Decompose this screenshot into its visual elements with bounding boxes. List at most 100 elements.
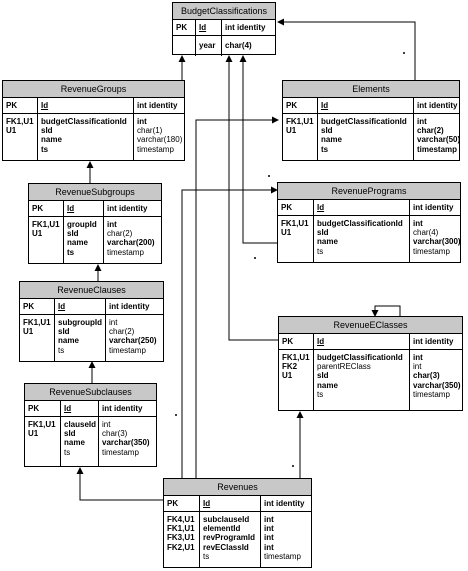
field-column: FK1,U1 U1 xyxy=(20,315,54,362)
field-text: int xyxy=(107,220,117,229)
field-column: Id xyxy=(60,401,98,416)
field-rows: year char(4) xyxy=(173,36,275,56)
field-text: sId xyxy=(321,126,333,136)
field-column: Id xyxy=(313,200,409,215)
entity-title: RevenueEClasses xyxy=(279,317,462,334)
entity-revenue-programs[interactable]: RevenuePrograms PK Id int identity FK1,U… xyxy=(277,182,461,263)
field-rows: FK1,U1 U1 clauseId sId name ts int char(… xyxy=(25,417,156,467)
field-text: budgetClassificationId xyxy=(321,117,407,126)
field-text: budgetClassificationId xyxy=(41,117,127,126)
field-text: name xyxy=(321,135,342,145)
field-text: name xyxy=(67,238,88,248)
field-column: PK xyxy=(32,204,44,213)
field-text: int xyxy=(413,353,423,362)
entity-title: RevenueGroups xyxy=(3,81,184,98)
field-text: name xyxy=(64,438,85,448)
field-text: char(4) xyxy=(413,228,439,238)
field-text: name xyxy=(41,135,62,145)
field-text: sId xyxy=(64,429,76,439)
field-text: year xyxy=(199,41,216,50)
field-rows: FK1,U1 U1 budgetClassificationId sId nam… xyxy=(283,114,461,161)
field-column: FK1,U1 U1 xyxy=(29,217,63,264)
field-column: PK xyxy=(23,302,35,311)
field-text: FK2 xyxy=(282,362,298,372)
field-text: revEClassId xyxy=(203,542,249,552)
pk-row: PK Id int identity xyxy=(3,98,184,114)
entity-revenues[interactable]: Revenues PK Id int identity FK4,U1 FK1,U… xyxy=(163,478,312,568)
field-column: int identity xyxy=(133,98,184,113)
fk-line-eclasses-budget xyxy=(225,55,278,341)
field-text: varchar(50) xyxy=(417,135,461,145)
field-text: int xyxy=(137,117,147,126)
field-text: int xyxy=(264,524,274,534)
field-text: clauseId xyxy=(64,420,97,429)
entity-revenue-clauses[interactable]: RevenueClauses PK Id int identity FK1,U1… xyxy=(19,281,164,362)
stray-dot xyxy=(268,175,270,177)
field-column: Id xyxy=(313,334,409,349)
field-text: int xyxy=(264,515,274,524)
pk-row: PK Id int identity xyxy=(25,401,156,417)
entity-revenue-subclauses[interactable]: RevenueSubclauses PK Id int identity FK1… xyxy=(24,383,157,467)
field-text: FK1,U1 xyxy=(23,318,51,327)
stray-dot xyxy=(403,52,405,54)
field-column: int char(2) varchar(50) timestamp xyxy=(413,114,461,161)
field-column: Id xyxy=(317,98,413,113)
entity-revenue-eclasses[interactable]: RevenueEClasses PK Id int identity FK1,U… xyxy=(278,316,463,411)
entity-budget-classifications[interactable]: BudgetClassifications PK Id int identity… xyxy=(172,2,276,56)
field-column: int identity xyxy=(103,201,161,216)
field-column: subclauseId elementId revProgramId revEC… xyxy=(199,512,260,568)
entity-elements[interactable]: Elements PK Id int identity FK1,U1 U1 bu… xyxy=(282,80,460,161)
field-text: name xyxy=(317,380,338,390)
field-text: int xyxy=(264,533,274,543)
fk-line-programs-budget xyxy=(239,55,277,244)
field-column: PK xyxy=(286,101,298,110)
pk-row: PK Id int identity xyxy=(283,98,459,114)
field-column: int identity xyxy=(413,98,459,113)
field-text: char(2) xyxy=(417,126,444,136)
field-text: ts xyxy=(67,247,75,257)
field-column: FK1,U1 U1 xyxy=(3,114,37,161)
field-text: varchar(300) xyxy=(413,237,461,247)
field-text: FK3,U1 xyxy=(167,533,195,543)
field-text: varchar(200) xyxy=(107,238,155,248)
field-column: FK1,U1 U1 xyxy=(283,114,317,161)
field-column: FK1,U1 U1 xyxy=(278,216,313,263)
field-column: int char(1) varchar(180) timestamp xyxy=(133,114,184,161)
field-column: FK4,U1 FK1,U1 FK3,U1 FK2,U1 xyxy=(164,512,199,568)
field-text: U1 xyxy=(6,126,17,136)
entity-revenue-groups[interactable]: RevenueGroups PK Id int identity FK1,U1 … xyxy=(2,80,185,161)
pk-row: PK Id int identity xyxy=(173,20,275,36)
fk-line-revenues-elements xyxy=(195,116,279,478)
field-text: ts xyxy=(317,389,324,399)
field-column: PK xyxy=(28,404,40,413)
field-text: U1 xyxy=(23,327,34,337)
field-column: Id xyxy=(54,299,105,314)
pk-row: PK Id int identity xyxy=(20,299,163,315)
field-text: varchar(250) xyxy=(109,336,157,346)
field-column: int identity xyxy=(221,20,275,35)
field-column: budgetClassificationId sId name ts xyxy=(37,114,133,161)
field-text: FK1,U1 xyxy=(6,117,34,126)
field-text: name xyxy=(58,336,79,346)
field-text: FK1,U1 xyxy=(167,524,195,534)
field-text: sId xyxy=(317,228,329,238)
entity-title: Revenues xyxy=(164,479,311,496)
field-text: FK1,U1 xyxy=(281,219,309,228)
entity-title: RevenueSubclauses xyxy=(25,384,156,401)
field-text: varchar(180) xyxy=(137,135,183,145)
field-text: int xyxy=(102,420,111,429)
pk-row: PK Id int identity xyxy=(29,201,161,217)
entity-revenue-subgroups[interactable]: RevenueSubgroups PK Id int identity FK1,… xyxy=(28,183,162,264)
field-text: char(4) xyxy=(225,41,252,50)
field-column: Id xyxy=(37,98,133,113)
field-column: groupId sId name ts xyxy=(63,217,103,264)
field-text: sId xyxy=(317,371,329,381)
entity-title: RevenueClauses xyxy=(20,282,163,299)
field-column: int char(4) varchar(300) timestamp xyxy=(409,216,461,263)
field-text: ts xyxy=(58,345,65,355)
field-column: PK xyxy=(282,337,294,346)
field-text: FK1,U1 xyxy=(32,220,60,229)
field-column: char(4) xyxy=(221,36,275,56)
field-text: U1 xyxy=(28,429,39,439)
field-text: FK1,U1 xyxy=(28,420,56,429)
